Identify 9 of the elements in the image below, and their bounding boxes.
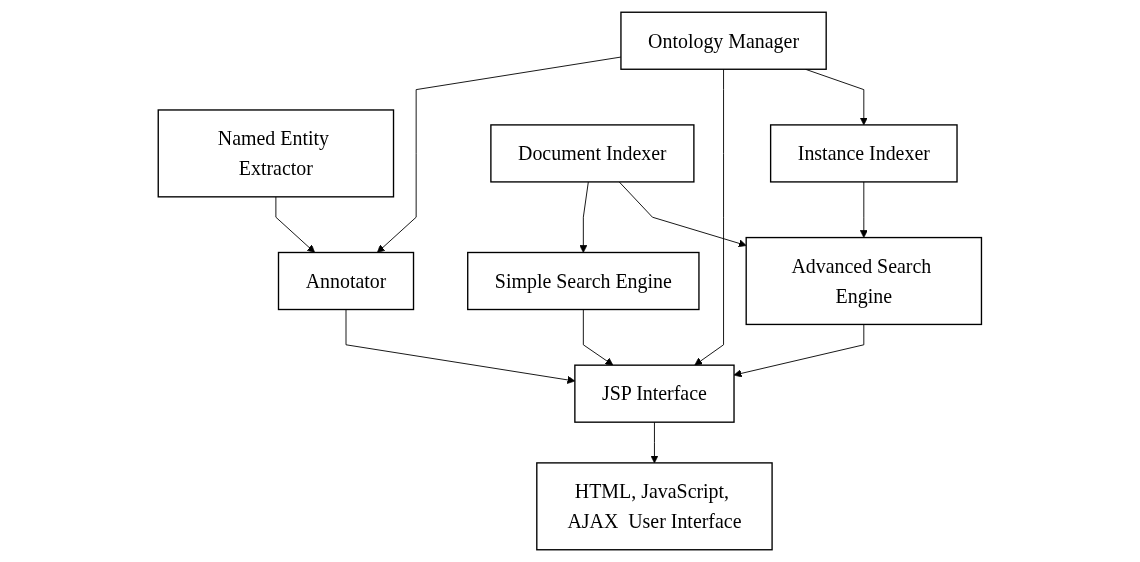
node-box: Instance Indexer [770,124,958,183]
node-box: Named Entity Extractor [157,109,395,198]
node-box: Advanced Search Engine [745,236,983,326]
node-box: JSP Interface [574,364,735,423]
node-box: Document Indexer [490,124,695,183]
node-box: Annotator [277,251,415,311]
node-box: Ontology Manager [620,11,827,70]
node-box: HTML, JavaScript, AJAX User Interface [536,462,773,551]
node-box: Simple Search Engine [467,251,700,311]
